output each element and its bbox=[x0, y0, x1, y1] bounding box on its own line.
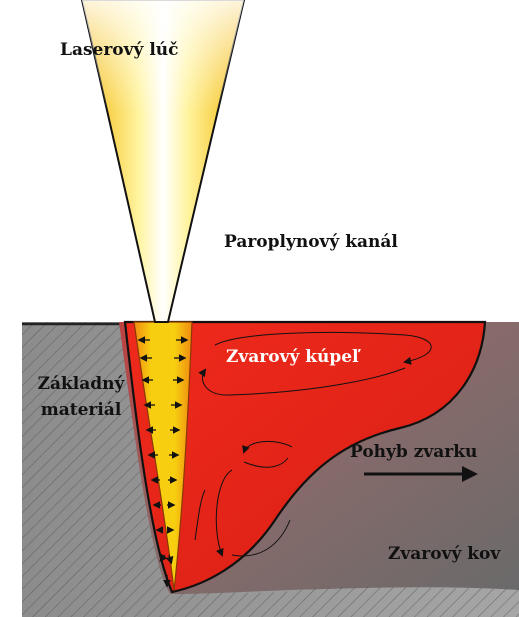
label-base-material-line2: materiál bbox=[31, 400, 131, 420]
label-weld-pool: Zvarový kúpeľ bbox=[226, 347, 359, 367]
label-vapor-channel: Paroplynový kanál bbox=[224, 232, 398, 252]
label-base-material-line1: Základný bbox=[31, 374, 131, 394]
label-weld-metal: Zvarový kov bbox=[388, 544, 500, 564]
label-weld-motion: Pohyb zvarku bbox=[350, 442, 477, 462]
label-laser-beam: Laserový lúč bbox=[60, 40, 179, 60]
